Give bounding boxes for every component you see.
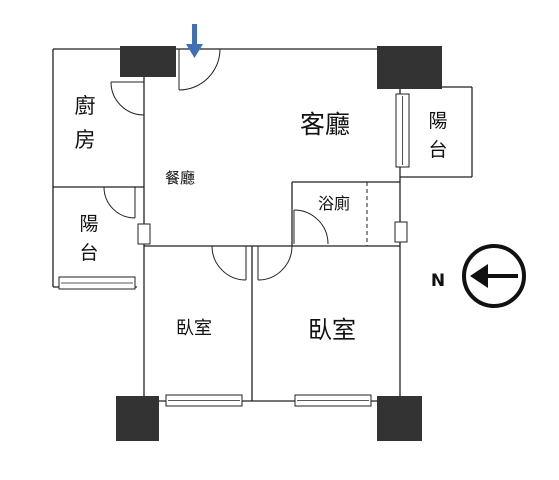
door-kitchen [110, 81, 145, 116]
window-small-east [394, 221, 408, 243]
compass-north-label: N [431, 271, 445, 291]
door-bedroom-small [211, 245, 247, 281]
compass-arrow-icon [462, 244, 526, 308]
door-balcony-west [103, 186, 136, 219]
kitchen-label-line1: 廚 [75, 94, 96, 118]
balcony-west-label-line2: 台 [79, 242, 98, 264]
window-small-west [137, 223, 151, 245]
balcony-east-label-line2: 台 [428, 139, 447, 161]
column-top-right [377, 46, 442, 89]
balcony-west-label-line1: 陽 [79, 213, 98, 235]
door-bathroom [293, 209, 329, 245]
column-bottom-right [377, 396, 422, 441]
column-top-left [120, 46, 176, 77]
door-bedroom-large [257, 245, 293, 281]
bedroom-large-label: 臥室 [308, 316, 356, 344]
door-entrance [178, 48, 221, 91]
bathroom-label: 浴廁 [318, 194, 350, 213]
dining-label: 餐廳 [165, 169, 195, 187]
kitchen-label-line2: 房 [75, 128, 96, 152]
balcony-east-label-line1: 陽 [428, 110, 447, 132]
living-label: 客廳 [300, 110, 350, 139]
column-bottom-left [116, 396, 159, 441]
bedroom-small-label: 臥室 [176, 318, 212, 339]
entrance-arrow-icon [186, 24, 203, 58]
